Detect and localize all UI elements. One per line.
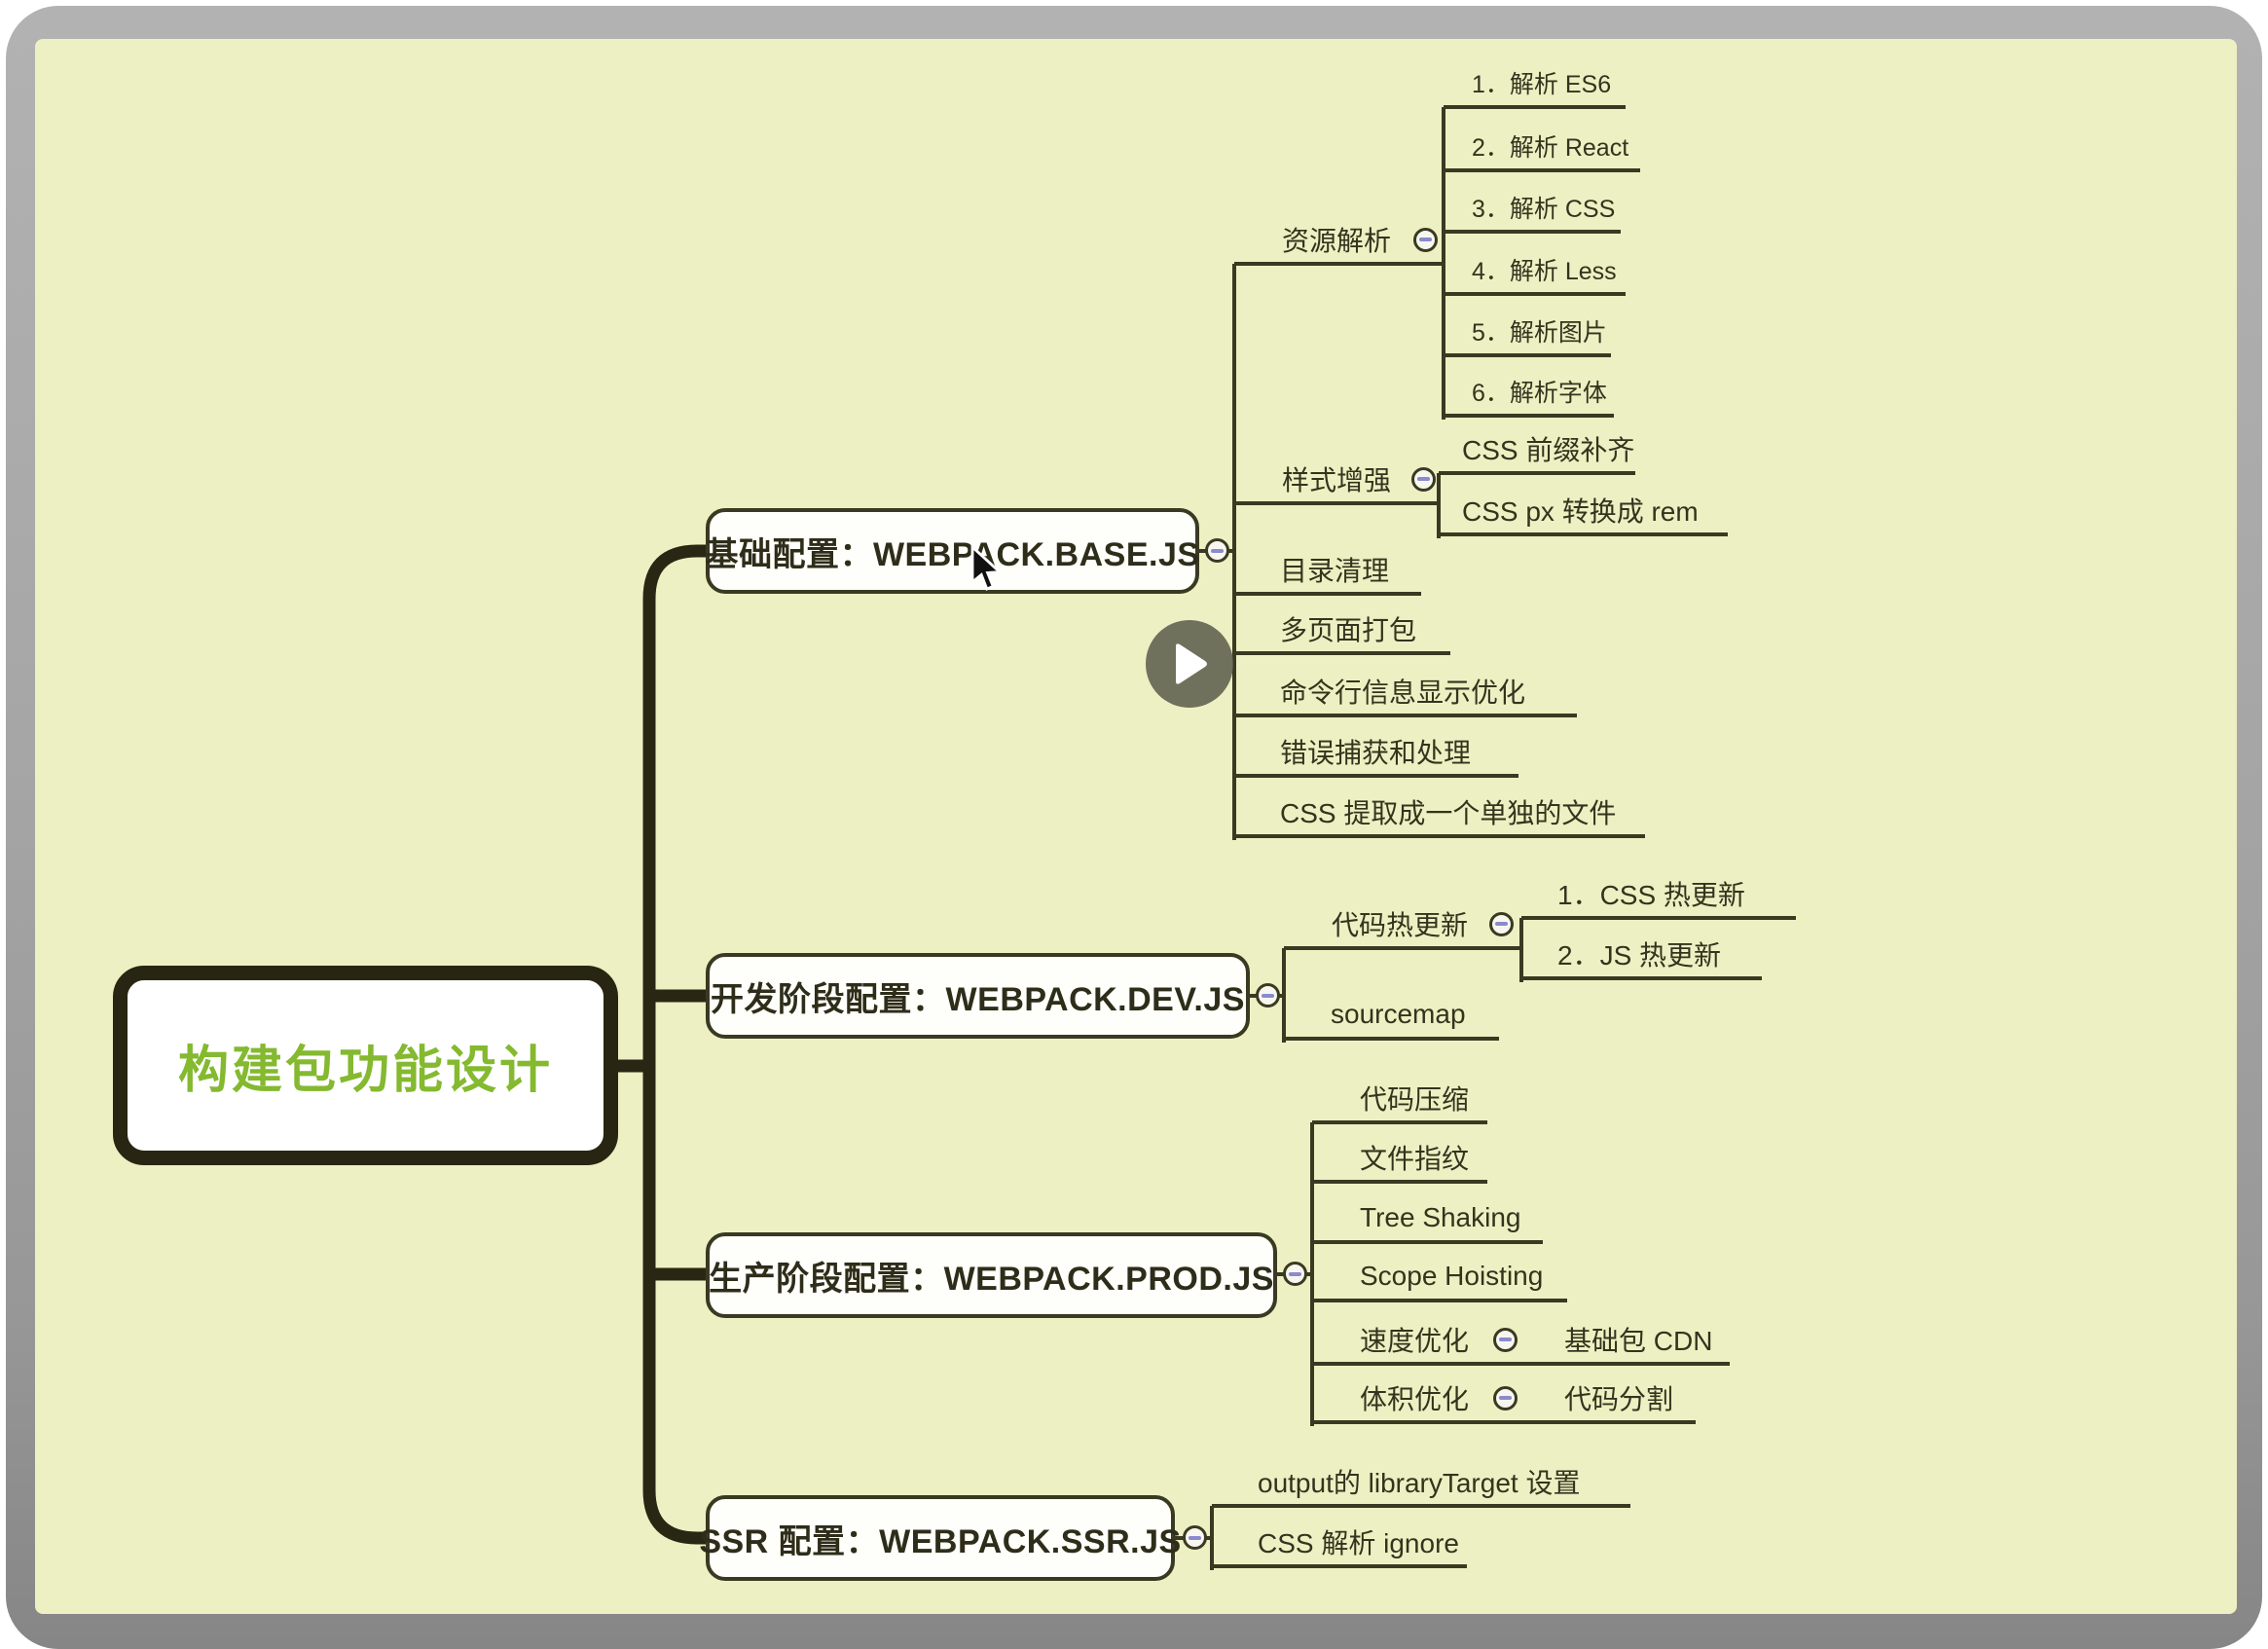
topic-label: 文件指纹 [1360,1144,1470,1174]
topic-parse-css[interactable]: 3．解析 CSS [1444,185,1621,234]
topic-label: CSS px 转换成 rem [1462,496,1699,527]
topic-parse-es6[interactable]: 1．解析 ES6 [1444,60,1626,109]
topic-label: 3．解析 CSS [1472,196,1616,223]
collapse-icon[interactable] [1493,1385,1518,1411]
topic-label: sourcemap [1331,999,1466,1029]
topic-library-target[interactable]: output的 libraryTarget 设置 [1212,1459,1630,1508]
topic-label: 资源解析 [1282,226,1392,256]
topic-label: 4．解析 Less [1472,258,1617,285]
topic-style-enhance[interactable]: 样式增强 [1234,457,1439,505]
topic-resource-parsing[interactable]: 资源解析 [1234,217,1444,266]
topic-label: 体积优化 [1360,1384,1470,1414]
topic-hot-reload[interactable]: 代码热更新 [1284,901,1521,950]
topic-code-minify[interactable]: 代码压缩 [1312,1076,1487,1124]
branch-node-label: SSR 配置：WEBPACK.SSR.JS [699,1522,1182,1560]
topic-css-hot-reload[interactable]: 1．CSS 热更新 [1521,871,1796,920]
topic-label: 代码压缩 [1360,1084,1470,1115]
topic-js-hot-reload[interactable]: 2．JS 热更新 [1521,932,1762,980]
topic-label: 代码热更新 [1332,910,1469,940]
collapse-icon[interactable] [1411,466,1437,492]
topic-dir-clean[interactable]: 目录清理 [1234,547,1421,596]
topic-css-extract[interactable]: CSS 提取成一个单独的文件 [1234,789,1645,838]
play-button[interactable] [1146,620,1233,708]
topic-parse-react[interactable]: 2．解析 React [1444,124,1640,172]
collapse-icon[interactable] [1283,1262,1307,1286]
topic-label: 2．解析 React [1472,134,1629,162]
collapse-icon[interactable] [1256,983,1280,1008]
topic-error-handling[interactable]: 错误捕获和处理 [1234,729,1518,778]
topic-scope-hoisting[interactable]: Scope Hoisting [1312,1254,1567,1302]
topic-base-cdn[interactable]: 基础包 CDN [1564,1326,1713,1356]
topic-label: output的 libraryTarget 设置 [1258,1468,1581,1498]
topic-parse-fonts[interactable]: 6．解析字体 [1444,369,1614,418]
topic-multipage-bundle[interactable]: 多页面打包 [1234,606,1450,655]
collapse-icon[interactable] [1205,538,1229,563]
topic-parse-images[interactable]: 5．解析图片 [1444,309,1611,357]
topic-label: Tree Shaking [1360,1202,1521,1232]
topic-label: 1．CSS 热更新 [1557,880,1745,910]
branch-node-label: 开发阶段配置：WEBPACK.DEV.JS [711,980,1245,1018]
topic-volume-optimize[interactable]: 体积优化 代码分割 [1312,1375,1696,1424]
topic-cli-info-optimize[interactable]: 命令行信息显示优化 [1234,669,1577,717]
mouse-cursor-icon [970,545,1004,591]
branch-node-dev-config[interactable]: 开发阶段配置：WEBPACK.DEV.JS [706,953,1250,1039]
topic-label: Scope Hoisting [1360,1261,1544,1291]
collapse-icon[interactable] [1183,1525,1207,1550]
topic-label: 1．解析 ES6 [1472,71,1612,98]
branch-node-base-config[interactable]: 基础配置：WEBPACK.BASE.JS [705,508,1200,594]
topic-file-fingerprint[interactable]: 文件指纹 [1312,1135,1487,1184]
topic-label: 命令行信息显示优化 [1280,678,1526,708]
topic-label: 样式增强 [1282,465,1392,495]
topic-label: 目录清理 [1280,556,1390,586]
root-node[interactable]: 构建包功能设计 [113,966,618,1165]
mindmap-canvas [35,39,2237,1614]
topic-label: 错误捕获和处理 [1280,738,1472,768]
topic-sourcemap[interactable]: sourcemap [1284,992,1499,1041]
topic-px-to-rem[interactable]: CSS px 转换成 rem [1439,488,1728,536]
root-node-label: 构建包功能设计 [177,1043,553,1099]
branch-node-label: 基础配置：WEBPACK.BASE.JS [705,535,1200,573]
topic-css-prefix[interactable]: CSS 前缀补齐 [1439,426,1635,475]
play-icon [1176,643,1207,684]
topic-label: CSS 解析 ignore [1258,1528,1459,1558]
collapse-icon[interactable] [1493,1327,1518,1352]
branch-node-ssr-config[interactable]: SSR 配置：WEBPACK.SSR.JS [699,1495,1181,1581]
topic-css-ignore[interactable]: CSS 解析 ignore [1212,1520,1467,1568]
branch-node-label: 生产阶段配置：WEBPACK.PROD.JS [709,1260,1274,1298]
topic-code-split[interactable]: 代码分割 [1564,1384,1674,1414]
collapse-icon[interactable] [1489,911,1515,936]
topic-label: 速度优化 [1360,1326,1470,1356]
topic-label: 5．解析图片 [1472,319,1607,347]
topic-label: 多页面打包 [1280,615,1417,645]
topic-parse-less[interactable]: 4．解析 Less [1444,247,1626,296]
topic-speed-optimize[interactable]: 速度优化 基础包 CDN [1312,1317,1730,1366]
collapse-icon[interactable] [1413,227,1439,252]
topic-tree-shaking[interactable]: Tree Shaking [1312,1195,1543,1244]
topic-label: 2．JS 热更新 [1557,940,1722,971]
topic-label: CSS 提取成一个单独的文件 [1280,798,1617,828]
player-frame [6,6,2262,1649]
branch-node-prod-config[interactable]: 生产阶段配置：WEBPACK.PROD.JS [706,1232,1277,1318]
topic-label: CSS 前缀补齐 [1462,435,1635,465]
topic-label: 6．解析字体 [1472,380,1607,407]
